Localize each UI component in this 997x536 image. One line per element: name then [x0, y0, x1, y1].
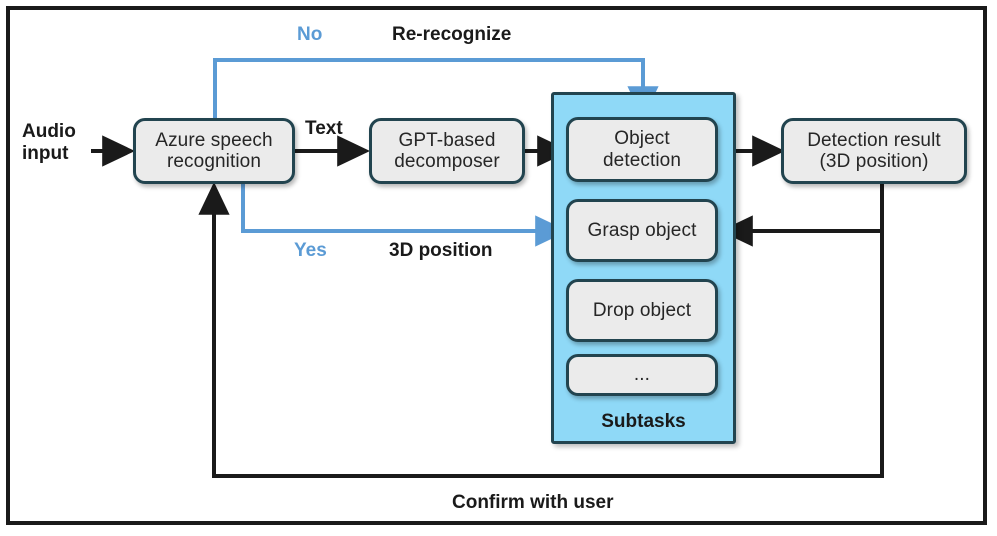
node-label-line1: Object: [614, 128, 670, 150]
node-grasp-object[interactable]: Grasp object: [566, 199, 718, 262]
diagram-outer-frame: [6, 6, 987, 525]
node-label: GPT-based decomposer: [386, 130, 508, 173]
edge-label-confirm-with-user: Confirm with user: [452, 492, 614, 513]
edge-detection-result-to-grasp-object: [719, 183, 884, 247]
node-label: ...: [633, 364, 651, 386]
edge-no-re-recognize: [213, 58, 659, 120]
edge-confirm-with-user-loop: [198, 181, 884, 478]
edge-label-3d-position: 3D position: [389, 240, 493, 261]
node-label: Detection result (3D position): [799, 130, 949, 173]
node-ellipsis[interactable]: ...: [566, 354, 718, 396]
edge-label-text: Text: [305, 118, 343, 139]
node-label: Azure speech recognition: [147, 130, 280, 173]
node-drop-object[interactable]: Drop object: [566, 279, 718, 342]
edge-label-yes: Yes: [294, 240, 327, 261]
edge-label-no: No: [297, 24, 323, 45]
node-azure-speech-recognition[interactable]: Azure speech recognition: [133, 118, 295, 184]
edge-label-re-recognize: Re-recognize: [392, 24, 512, 45]
node-label: Drop object: [592, 299, 692, 321]
node-label: Grasp object: [587, 219, 697, 241]
edge-yes-3d-position: [241, 183, 569, 247]
node-gpt-based-decomposer[interactable]: GPT-based decomposer: [369, 118, 525, 184]
node-label-line2: decomposer: [394, 151, 500, 172]
label-audio-input-line1: Audio: [22, 121, 76, 142]
node-label-line1: Azure speech: [155, 129, 273, 151]
node-object-detection[interactable]: Object detection: [566, 117, 718, 182]
label-audio-input-line2: input: [22, 143, 69, 165]
label-audio-input: Audio input: [22, 121, 76, 166]
node-label-line2: (3D position): [819, 151, 929, 172]
node-label-line2: detection: [602, 149, 681, 171]
node-label-line1: Detection result: [807, 129, 941, 151]
node-label-line1: GPT-based: [398, 129, 496, 151]
node-label-line2: recognition: [166, 151, 262, 172]
subtasks-group-label: Subtasks: [601, 411, 686, 432]
node-label: Object detection: [595, 128, 689, 171]
node-detection-result[interactable]: Detection result (3D position): [781, 118, 967, 184]
